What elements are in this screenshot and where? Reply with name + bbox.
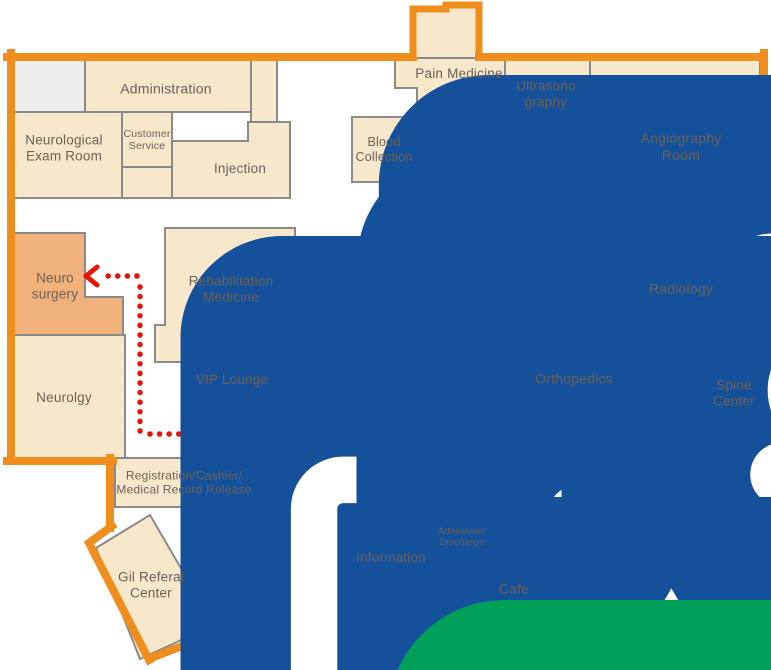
room-empty-gray xyxy=(7,59,86,113)
room-customer-service[interactable] xyxy=(121,111,173,168)
room-admin-strip xyxy=(250,59,278,123)
room-neuro-surgery[interactable] xyxy=(7,232,124,336)
room-injection[interactable] xyxy=(171,121,291,199)
room-administration[interactable] xyxy=(84,59,252,113)
room-neurological-exam[interactable] xyxy=(7,111,123,199)
entrance-vestibule xyxy=(409,1,483,61)
room-unlabeled-small xyxy=(121,166,173,199)
route-arrowhead xyxy=(83,264,100,288)
room-neurology[interactable] xyxy=(7,334,126,459)
